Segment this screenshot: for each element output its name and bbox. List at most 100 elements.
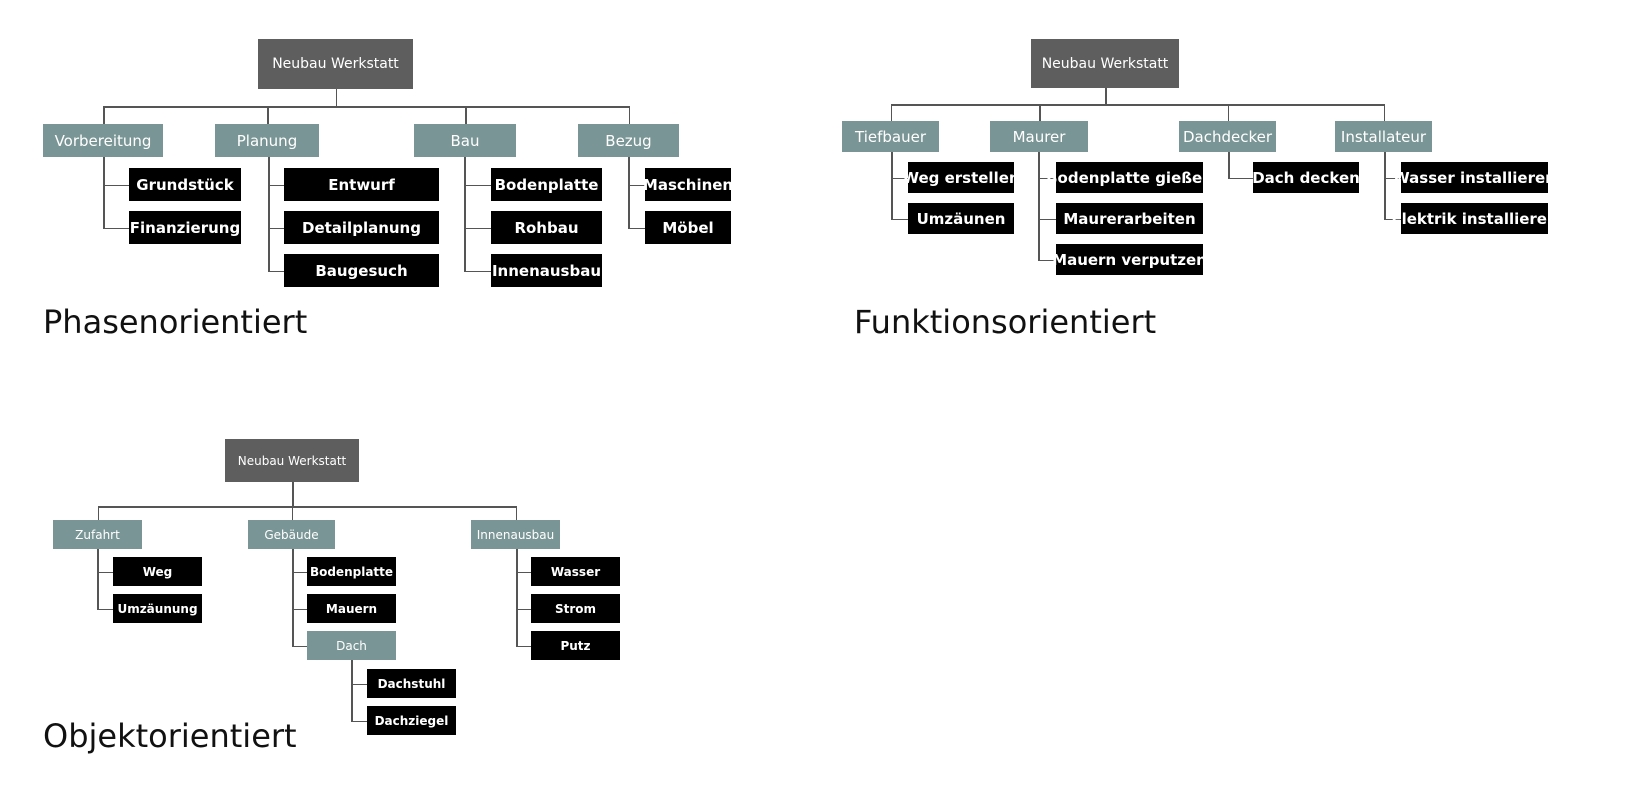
node-leaf-wasser-installieren: Wasser installieren <box>1393 162 1556 193</box>
connector-root-stem <box>1105 88 1107 104</box>
node-category-vorbereitung: Vorbereitung <box>43 124 163 157</box>
node-leaf-weg: Weg <box>113 557 202 586</box>
node-category-gebaeude: Gebäude <box>248 520 335 549</box>
connector-gebaeude-stem <box>292 549 294 646</box>
node-category-installateur: Installateur <box>1335 121 1432 152</box>
node-leaf-rohbau: Rohbau <box>491 211 602 244</box>
node-leaf-dach-decken: Dach decken <box>1252 162 1360 193</box>
diagram-caption-funktionsorientiert: Funktionsorientiert <box>854 303 1157 341</box>
node-leaf-innenausbau: Innenausbau <box>491 254 602 287</box>
node-leaf-mauern-verputzen: Mauern verputzen <box>1052 244 1207 275</box>
connector-installateur-drop <box>1383 104 1385 121</box>
connector-dach-decken <box>1228 177 1253 179</box>
node-root-neubau-werkstatt: Neubau Werkstatt <box>225 439 359 482</box>
connector-bezug-drop <box>628 106 630 124</box>
connector-maurer-stem <box>1038 152 1040 260</box>
node-root-neubau-werkstatt: Neubau Werkstatt <box>258 39 413 89</box>
connector-tiefbauer-drop <box>890 104 892 121</box>
connector-wasser <box>516 571 531 573</box>
connector-weg-erstellen <box>891 177 908 179</box>
node-root-neubau-werkstatt: Neubau Werkstatt <box>1031 39 1179 88</box>
connector-bus <box>97 506 517 508</box>
node-category-bezug: Bezug <box>578 124 679 157</box>
connector-vorbereitung-drop <box>103 106 105 124</box>
connector-root-stem <box>335 89 337 106</box>
connector-finanzierung <box>103 227 129 229</box>
connector-bau-stem <box>464 157 466 271</box>
connector-root-stem <box>292 482 294 506</box>
node-leaf-moebel: Möbel <box>645 211 731 244</box>
node-category-maurer: Maurer <box>990 121 1088 152</box>
connector-dachdecker-stem <box>1228 152 1230 178</box>
connector-bodenplatte-giessen <box>1038 177 1056 179</box>
node-category-innenausbau: Innenausbau <box>471 520 560 549</box>
connector-bezug-stem <box>628 157 630 228</box>
connector-rohbau <box>464 227 491 229</box>
connector-mauern-verputzen <box>1038 259 1056 261</box>
connector-installateur-stem <box>1384 152 1386 219</box>
connector-grundstueck <box>103 184 129 186</box>
connector-entwurf <box>268 184 284 186</box>
connector-zufahrt-stem <box>97 549 99 609</box>
node-leaf-elektrik-installieren: Elektrik installieren <box>1391 203 1558 234</box>
node-leaf-entwurf: Entwurf <box>284 168 439 201</box>
connector-innenausbau <box>464 270 491 272</box>
connector-gebaeude-drop <box>291 506 293 520</box>
node-leaf-bodenplatte: Bodenplatte <box>491 168 602 201</box>
node-leaf-baugesuch: Baugesuch <box>284 254 439 287</box>
node-leaf-detailplanung: Detailplanung <box>284 211 439 244</box>
node-leaf-maschinen: Maschinen <box>643 168 733 201</box>
node-leaf-dachstuhl: Dachstuhl <box>367 669 456 698</box>
connector-dachdecker-drop <box>1227 104 1229 121</box>
node-leaf-grundstueck: Grundstück <box>129 168 241 201</box>
node-category-tiefbauer: Tiefbauer <box>842 121 939 152</box>
connector-innenausbau-stem <box>516 549 518 646</box>
connector-strom <box>516 608 531 610</box>
connector-maurer-drop <box>1039 104 1041 121</box>
connector-innenausbau-drop <box>515 506 517 520</box>
connector-baugesuch <box>268 270 284 272</box>
connector-dachstuhl <box>351 683 367 685</box>
node-category-dach: Dach <box>307 631 396 660</box>
node-leaf-umzaeunung: Umzäunung <box>113 594 202 623</box>
node-category-dachdecker: Dachdecker <box>1179 121 1276 152</box>
connector-maurerarbeiten <box>1038 218 1056 220</box>
diagram-caption-objektorientiert: Objektorientiert <box>43 717 297 755</box>
node-leaf-finanzierung: Finanzierung <box>129 211 241 244</box>
connector-weg <box>97 571 113 573</box>
connector-planung-drop <box>267 106 269 124</box>
connector-dachziegel <box>351 720 367 722</box>
connector-wasser-installieren <box>1384 177 1401 179</box>
node-leaf-maurerarbeiten: Maurerarbeiten <box>1056 203 1203 234</box>
node-category-bau: Bau <box>414 124 516 157</box>
connector-dach <box>292 645 307 647</box>
node-leaf-umzaeunen: Umzäunen <box>908 203 1014 234</box>
connector-putz <box>516 645 531 647</box>
node-leaf-wasser: Wasser <box>531 557 620 586</box>
connector-umzaeunen <box>891 218 908 220</box>
connector-zufahrt-drop <box>97 506 99 520</box>
node-category-planung: Planung <box>215 124 319 157</box>
connector-bus <box>890 104 1385 106</box>
connector-planung-stem <box>268 157 270 271</box>
node-leaf-bodenplatte-giessen: Bodenplatte gießen <box>1046 162 1213 193</box>
connector-moebel <box>628 227 645 229</box>
connector-bodenplatte <box>292 571 307 573</box>
node-leaf-bodenplatte: Bodenplatte <box>307 557 396 586</box>
connector-maschinen <box>628 184 645 186</box>
connector-detailplanung <box>268 227 284 229</box>
diagram-caption-phasenorientiert: Phasenorientiert <box>43 303 308 341</box>
node-leaf-mauern: Mauern <box>307 594 396 623</box>
node-leaf-weg-erstellen: Weg erstellen <box>902 162 1020 193</box>
connector-tiefbauer-stem <box>891 152 893 219</box>
node-leaf-dachziegel: Dachziegel <box>367 706 456 735</box>
connector-elektrik-installieren <box>1384 218 1401 220</box>
node-leaf-strom: Strom <box>531 594 620 623</box>
connector-bodenplatte <box>464 184 491 186</box>
node-leaf-putz: Putz <box>531 631 620 660</box>
connector-mauern <box>292 608 307 610</box>
connector-bus <box>103 106 630 108</box>
node-category-zufahrt: Zufahrt <box>53 520 142 549</box>
connector-vorbereitung-stem <box>103 157 105 228</box>
